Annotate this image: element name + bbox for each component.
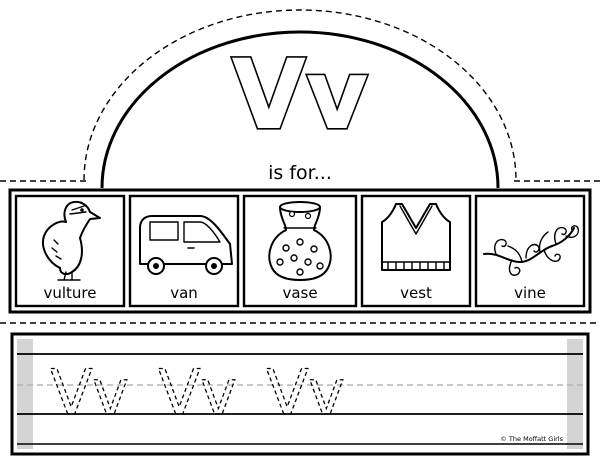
vine-icon (483, 225, 580, 276)
van-icon (139, 215, 233, 275)
crown-cut-line (83, 9, 517, 181)
word-label-vulture: vulture (43, 284, 96, 302)
trace-letter-upper: V (158, 356, 200, 429)
word-card-vulture: vulture (14, 194, 126, 308)
right-margin-shade (567, 339, 583, 449)
word-label-vest: vest (400, 284, 432, 302)
word-label-vine: vine (514, 284, 546, 302)
word-card-vest: vest (360, 194, 472, 308)
handwriting-practice-band: V v V v V v © The Moffatt Girls (10, 332, 590, 456)
vase-icon (268, 201, 332, 281)
trace-letter-lower: v (200, 356, 237, 429)
crown-arch: Vv is for... (0, 9, 600, 189)
word-card-vine: vine (474, 194, 586, 308)
word-label-vase: vase (282, 284, 317, 302)
left-margin-shade (17, 339, 33, 449)
vest-icon (381, 203, 451, 271)
word-card-border (360, 194, 472, 308)
copyright-label: © The Moffatt Girls (500, 435, 563, 443)
picture-strip: vulture van (8, 188, 592, 314)
word-card-border (128, 194, 240, 308)
crown-outline (100, 30, 500, 189)
word-card-border (474, 194, 586, 308)
word-card-van: van (128, 194, 240, 308)
trace-letter-upper: V (50, 356, 92, 429)
trace-letter-upper: V (266, 356, 308, 429)
word-card-border (242, 194, 358, 308)
trace-letter-lower: v (92, 356, 129, 429)
big-letter-title: Vv (232, 39, 369, 151)
word-card-vase: vase (242, 194, 358, 308)
is-for-label: is for... (268, 162, 332, 184)
word-label-van: van (170, 284, 198, 302)
vulture-icon (42, 200, 101, 281)
trace-letter-lower: v (308, 356, 345, 429)
